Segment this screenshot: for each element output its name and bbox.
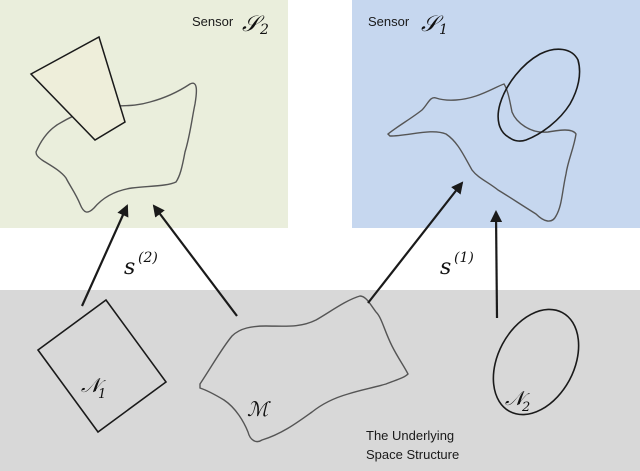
sensor1-label-text: Sensor — [368, 14, 410, 29]
underlying-space-panel — [0, 290, 640, 471]
arrow-n2-to-sensor1 — [490, 210, 503, 319]
map-label-s2: s (2) — [124, 250, 158, 280]
m-manifold-curve — [199, 295, 409, 443]
label-m: ℳ — [247, 397, 271, 421]
map-label-s1: s (1) — [440, 250, 474, 280]
map-s1-base: s — [440, 255, 451, 280]
sensor2-panel — [0, 0, 288, 228]
m-symbol: ℳ — [247, 397, 271, 421]
sensor2-subscript: 2 — [259, 22, 269, 38]
underlying-caption-line1: The Underlying — [366, 428, 454, 443]
sensor1-manifold-curve — [386, 83, 577, 222]
sensor1-subscript: 1 — [439, 22, 448, 38]
sensor1-panel — [352, 0, 640, 228]
n1-square — [36, 298, 168, 434]
n2-subscript: 2 — [521, 400, 530, 415]
map-s1-superscript: (1) — [454, 250, 474, 266]
map-s2-base: s — [124, 255, 135, 280]
map-s2-superscript: (2) — [138, 250, 158, 266]
underlying-caption-line2: Space Structure — [366, 447, 459, 462]
n1-subscript: 1 — [98, 387, 106, 402]
arrow-m-to-sensor2 — [152, 204, 238, 317]
arrow-m-to-sensor1 — [367, 181, 464, 304]
arrow-n1-to-sensor2 — [80, 204, 129, 307]
sensor2-trapezoid — [29, 35, 126, 141]
sensor2-label-text: Sensor — [192, 14, 234, 29]
sensor1-ellipse — [497, 48, 581, 142]
n2-ellipse — [492, 308, 580, 416]
